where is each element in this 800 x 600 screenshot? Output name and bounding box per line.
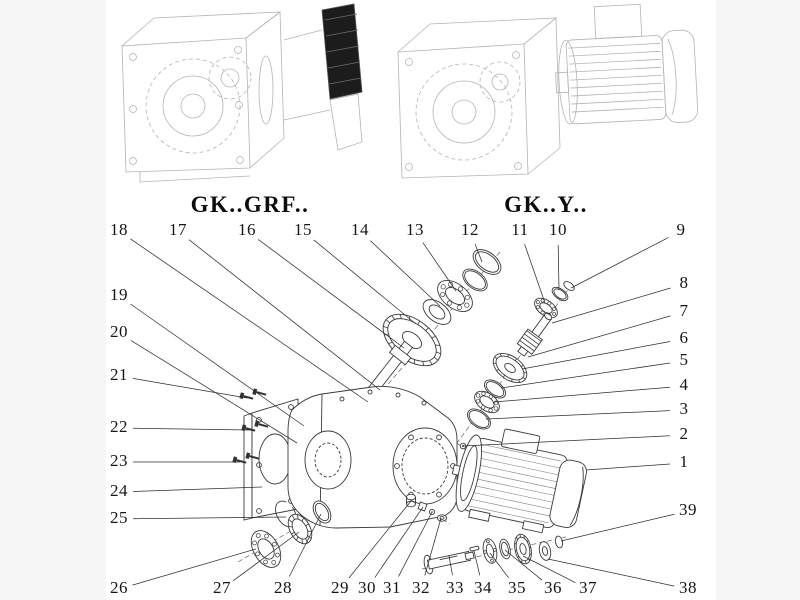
- drawing-sheet: [106, 0, 716, 600]
- model-label-y: GK..Y..: [504, 192, 588, 217]
- model-label-grf: GK..GRF..: [190, 192, 310, 217]
